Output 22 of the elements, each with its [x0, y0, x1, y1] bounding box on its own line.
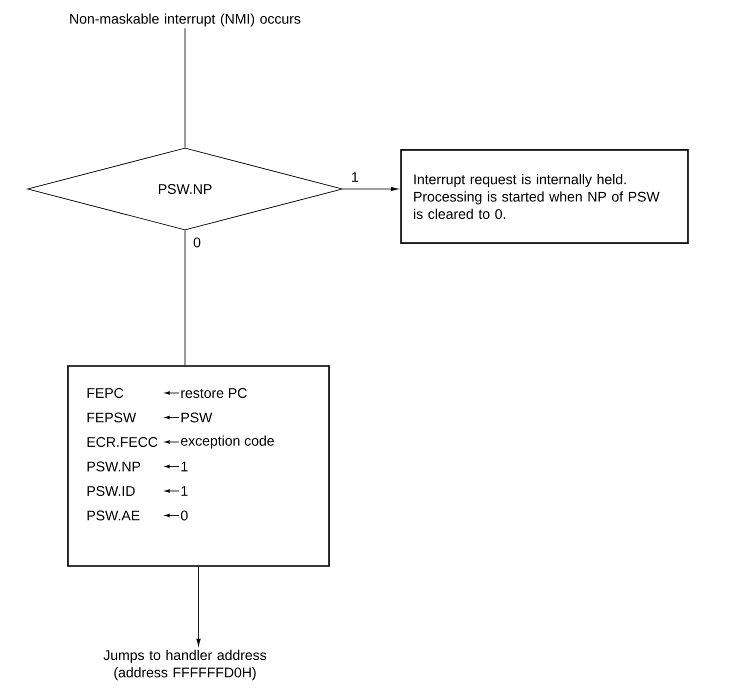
process-box: Interrupt request is internally held. Processing is started when NP of PSW is cleared to 0.: [400, 149, 689, 244]
connector: [196, 566, 201, 646]
assigned-value: 1: [181, 462, 188, 472]
register-name: ECR.FECC: [88, 437, 158, 447]
edge-label: 0: [192, 236, 202, 249]
assigned-value: 1: [181, 486, 188, 496]
process-box: [67, 365, 330, 567]
caption-text: Jumps to handler address (address FFFFFFD0H): [104, 650, 266, 680]
edge-label: 1: [350, 170, 360, 184]
connector: [184, 28, 186, 148]
assigned-value: PSW: [182, 412, 212, 422]
register-name: PSW.AE: [88, 510, 140, 520]
connector: [184, 230, 186, 366]
register-name: PSW.NP: [88, 462, 140, 472]
assigned-value: 0: [180, 510, 188, 520]
caption-text: Non-maskable interrupt (NMI) occurs: [70, 13, 300, 27]
register-name: PSW.ID: [88, 486, 135, 496]
register-name: FEPC: [88, 388, 124, 398]
register-name: FEPSW: [88, 412, 136, 422]
assigned-value: restore PC: [181, 388, 247, 398]
connector: [342, 186, 398, 192]
assigned-value: exception code: [181, 435, 274, 449]
